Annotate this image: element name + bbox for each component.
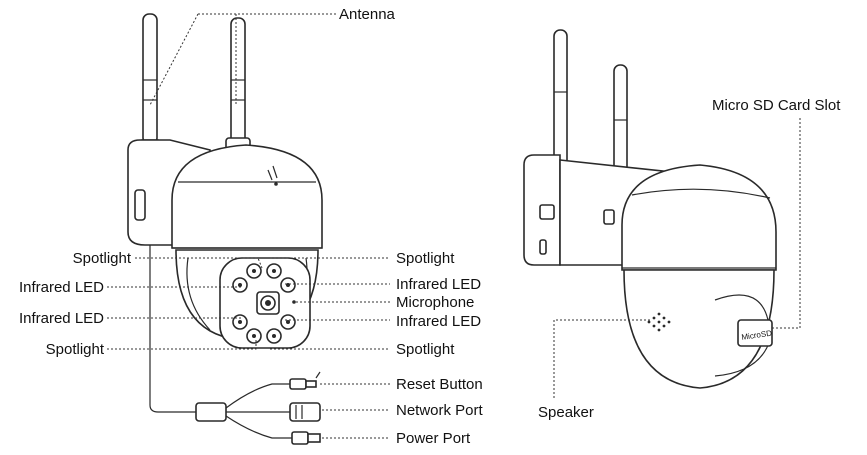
- label-network-port: Network Port: [396, 402, 484, 419]
- front-antenna-right: [225, 17, 251, 157]
- back-dome-top: [621, 164, 777, 271]
- network-port-connector: [289, 402, 321, 422]
- leader-lines: [107, 13, 801, 439]
- label-reset-button: Reset Button: [396, 376, 483, 393]
- label-spotlight-right-top: Spotlight: [396, 250, 455, 267]
- label-infrared-led-left-top: Infrared LED: [19, 279, 104, 296]
- front-view-camera: [127, 13, 323, 445]
- label-power-port: Power Port: [396, 430, 471, 447]
- label-spotlight-left-bottom: Spotlight: [46, 341, 105, 358]
- front-led-ring: [232, 263, 296, 344]
- micro-sd-slot: MicroSD: [737, 319, 773, 347]
- label-micro-sd-card-slot: Micro SD Card Slot: [712, 97, 841, 114]
- label-spotlight-right-bottom: Spotlight: [396, 341, 455, 358]
- label-infrared-led-right-top: Infrared LED: [396, 276, 481, 293]
- front-cable: [149, 245, 196, 413]
- power-port-connector: [291, 431, 321, 445]
- cable-splitter: [195, 402, 227, 422]
- reset-button-connector: [289, 371, 321, 390]
- front-dome-top: [171, 144, 323, 249]
- back-view-camera: MicroSD: [523, 29, 777, 389]
- speaker-grille: [647, 312, 671, 332]
- label-antenna: Antenna: [339, 6, 396, 23]
- label-infrared-led-left-bottom: Infrared LED: [19, 310, 104, 327]
- label-microphone: Microphone: [396, 294, 474, 311]
- label-speaker: Speaker: [538, 404, 594, 421]
- labels: Antenna Spotlight Infrared LED Infrared …: [19, 6, 841, 447]
- sd-slot-marking: MicroSD: [741, 329, 773, 342]
- label-spotlight-left-top: Spotlight: [73, 250, 132, 267]
- label-infrared-led-right-bottom: Infrared LED: [396, 313, 481, 330]
